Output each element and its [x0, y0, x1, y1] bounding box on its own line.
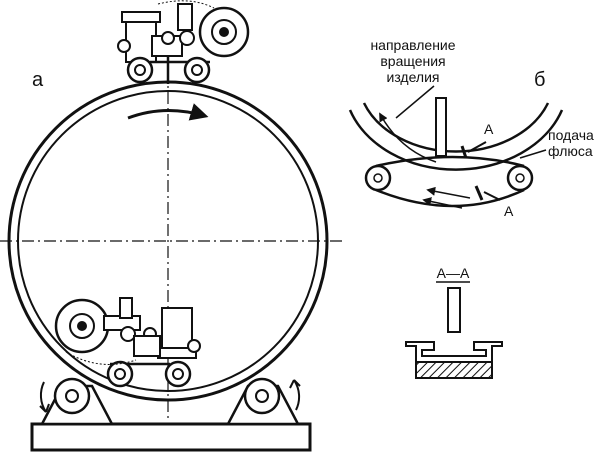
- section-profile: [405, 341, 503, 379]
- panel-b: б направление вращения изделия А подача …: [348, 37, 594, 379]
- label-flux-line2: флюса: [548, 143, 593, 159]
- rotation-label-leader: [395, 85, 435, 119]
- label-rotation-line2: вращения: [380, 53, 445, 69]
- label-panel-a: а: [32, 69, 44, 91]
- top-welding-head: [117, 0, 250, 84]
- arc-inner: [362, 102, 550, 153]
- flux-belt-bottom: [375, 188, 525, 208]
- flux-leader: [519, 149, 547, 159]
- label-rotation-line3: изделия: [387, 69, 440, 85]
- label-section: А—А: [437, 265, 470, 281]
- electrode: [435, 97, 447, 157]
- label-flux-line1: подача: [548, 127, 594, 143]
- label-rotation-line1: направление: [370, 37, 455, 53]
- right-roller-support: [225, 377, 301, 426]
- flux-belt-top: [375, 155, 525, 168]
- belt-arrow-2: [422, 197, 463, 209]
- label-marker-top: А: [484, 121, 494, 137]
- arc-outer: [348, 109, 564, 171]
- bottom-welding-head: [54, 297, 201, 388]
- base-plate: [30, 422, 312, 452]
- left-roller-support: [39, 377, 115, 426]
- rotation-arrow: [127, 103, 209, 121]
- label-panel-b: б: [534, 69, 545, 91]
- panel-a: а: [0, 0, 344, 452]
- belt-arrow-1: [426, 186, 471, 199]
- arc-rotation-arrow: [379, 112, 437, 163]
- section-electrode: [447, 287, 461, 333]
- label-marker-bottom: А: [504, 203, 514, 219]
